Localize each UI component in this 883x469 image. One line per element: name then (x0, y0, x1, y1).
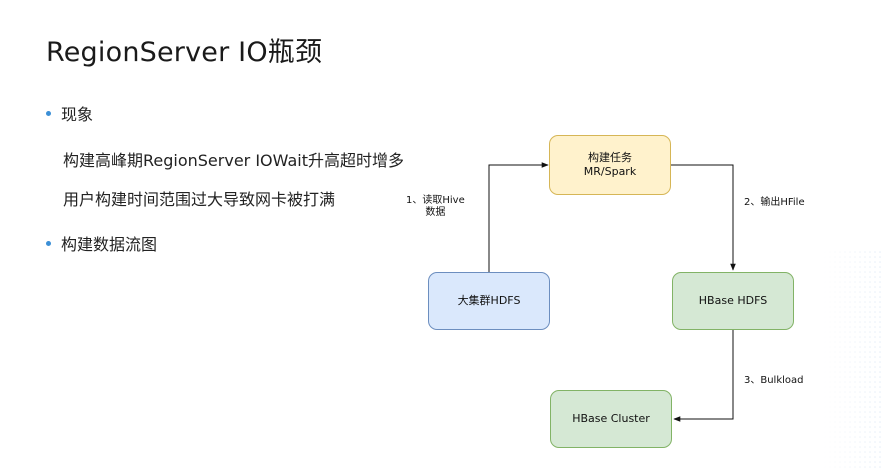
bullet-dot-icon (46, 111, 51, 116)
edge-label-output: 2、输出HFile (744, 197, 805, 208)
edge-label-bulkload: 3、Bulkload (744, 375, 804, 386)
decorative-dot-pattern (823, 250, 883, 469)
edge-label-read: 1、读取Hive 数据 (406, 195, 465, 219)
node-build-task-line2: MR/Spark (583, 165, 637, 178)
edge-bulkload (673, 330, 734, 422)
bullet-dot-icon (46, 241, 51, 246)
edge-label-read-line1: 1、读取Hive (406, 195, 465, 206)
bullet-phenomenon-text: 现象 (61, 105, 94, 124)
node-big-cluster-hdfs: 大集群HDFS (428, 272, 550, 330)
sub-item-network: 用户构建时间范围过大导致网卡被打满 (63, 190, 336, 209)
bullet-flow-text: 构建数据流图 (61, 235, 158, 254)
edge-read-hive (488, 162, 549, 272)
sub-item-iowait: 构建高峰期RegionServer IOWait升高超时增多 (63, 151, 404, 170)
node-hbase-cluster: HBase Cluster (550, 390, 672, 448)
page-title: RegionServer IO瓶颈 (46, 37, 323, 68)
edge-output-hfile (671, 164, 736, 271)
edge-label-read-line2: 数据 (425, 207, 446, 218)
node-build-task: 构建任务 MR/Spark (549, 135, 671, 195)
bullet-flow: 构建数据流图 (46, 231, 157, 255)
node-hbase-hdfs: HBase HDFS (672, 272, 794, 330)
node-build-task-line1: 构建任务 (588, 151, 632, 164)
bullet-phenomenon: 现象 (46, 101, 93, 125)
